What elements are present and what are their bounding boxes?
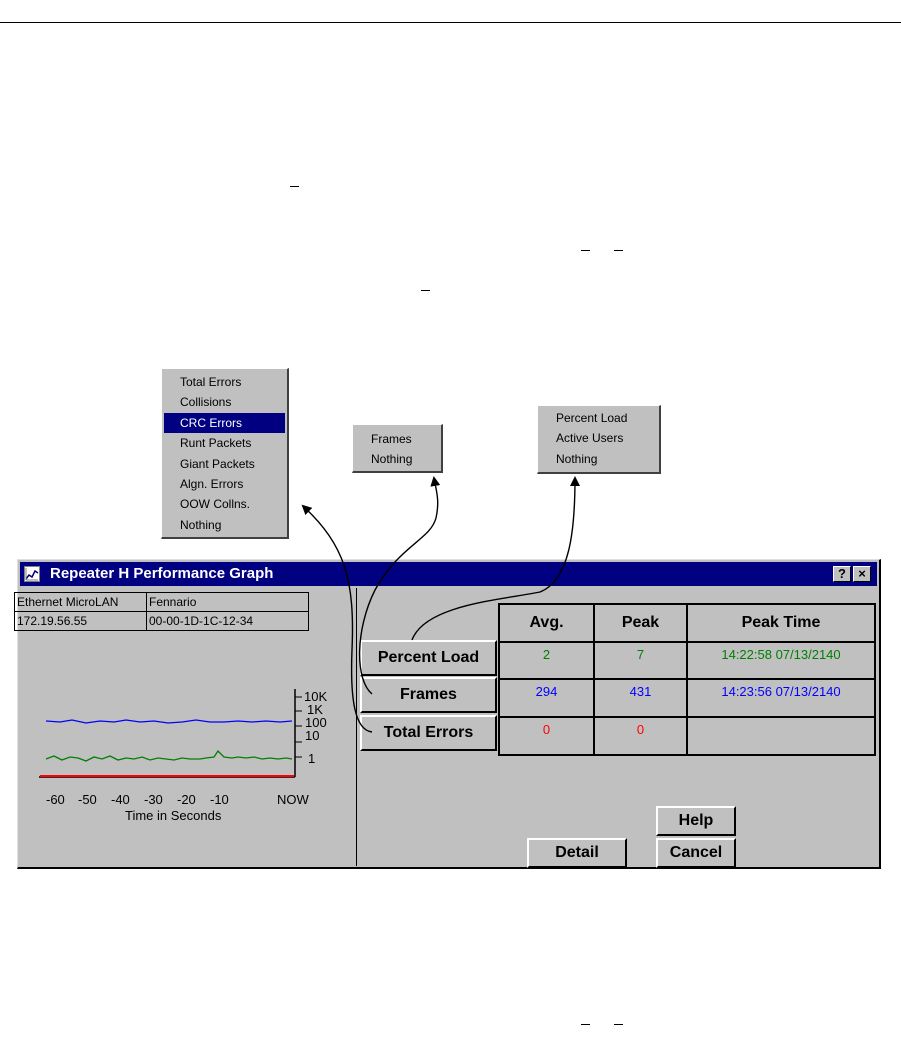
peak-total-errors: 0 <box>593 716 688 756</box>
underline-mark <box>581 1024 590 1025</box>
menu-item-crc-errors[interactable]: CRC Errors <box>164 412 285 434</box>
menu-item-oow-collns[interactable]: OOW Collns. <box>180 497 251 512</box>
help-button[interactable]: Help <box>656 806 736 836</box>
table-row: 0 0 <box>498 716 876 756</box>
peak-percent-load: 7 <box>593 641 688 680</box>
y-tick-label: 1 <box>308 751 316 766</box>
col-header-peak: Peak <box>593 603 688 643</box>
detail-button[interactable]: Detail <box>527 838 627 868</box>
peak-time-percent-load: 14:22:58 07/13/2140 <box>686 641 876 680</box>
underline-mark <box>290 186 299 187</box>
table-row: 2 7 14:22:58 07/13/2140 <box>498 641 876 680</box>
peak-time-frames: 14:23:56 07/13/2140 <box>686 678 876 718</box>
series-load-line <box>45 749 293 762</box>
menu-item-algn-errors[interactable]: Algn. Errors <box>180 477 244 492</box>
underline-mark <box>421 290 430 291</box>
percent-load-button[interactable]: Percent Load <box>360 640 497 676</box>
menu-item-collisions[interactable]: Collisions <box>180 395 232 410</box>
total-errors-button[interactable]: Total Errors <box>360 715 497 751</box>
title-bar[interactable]: Repeater H Performance Graph ? × <box>20 562 877 586</box>
device-location: Fennario <box>146 592 309 612</box>
cancel-button[interactable]: Cancel <box>656 838 736 868</box>
y-tick-label: 100 <box>305 715 327 730</box>
x-tick-label: -30 <box>144 792 163 807</box>
menu-item-giant-packets[interactable]: Giant Packets <box>180 456 255 471</box>
x-tick-label: -60 <box>46 792 65 807</box>
table-row: 294 431 14:23:56 07/13/2140 <box>498 678 876 718</box>
menu-item-nothing[interactable]: Nothing <box>556 451 598 466</box>
load-menu: Percent Load Active Users Nothing <box>537 405 661 474</box>
menu-item-nothing[interactable]: Nothing <box>371 452 413 467</box>
frames-menu: Frames Nothing <box>352 424 443 473</box>
x-tick-label: -40 <box>111 792 130 807</box>
y-tick-label: 10 <box>305 728 320 743</box>
menu-item-total-errors[interactable]: Total Errors <box>180 375 242 389</box>
underline-mark <box>581 250 590 251</box>
panel-divider <box>356 588 357 866</box>
performance-graph <box>39 689 302 778</box>
frames-button[interactable]: Frames <box>360 677 497 713</box>
stats-table: Avg. Peak Peak Time 2 7 14:22:58 07/13/2… <box>498 603 876 756</box>
close-button[interactable]: × <box>853 566 871 582</box>
help-question-button[interactable]: ? <box>833 566 851 582</box>
device-mac: 00-00-1D-1C-12-34 <box>146 611 309 631</box>
errors-menu: Total Errors Collisions CRC Errors Runt … <box>161 368 289 539</box>
menu-item-nothing[interactable]: Nothing <box>180 517 222 532</box>
underline-mark <box>614 1024 623 1025</box>
menu-item-percent-load[interactable]: Percent Load <box>556 411 628 425</box>
top-rule <box>0 22 901 23</box>
window-title: Repeater H Performance Graph <box>50 565 274 582</box>
arrow-to-frames-menu <box>358 476 441 695</box>
col-header-peak-time: Peak Time <box>686 603 876 643</box>
y-tick-label: 10K <box>304 689 328 704</box>
avg-frames: 294 <box>498 678 595 718</box>
menu-item-active-users[interactable]: Active Users <box>556 431 624 446</box>
arrow-to-errors-menu <box>301 504 373 733</box>
series-frames-line <box>45 719 293 724</box>
x-tick-label: NOW <box>277 792 309 807</box>
device-info-table: Ethernet MicroLAN Fennario 172.19.56.55 … <box>14 592 309 631</box>
x-axis-title: Time in Seconds <box>125 808 222 823</box>
peak-time-total-errors <box>686 716 876 756</box>
x-tick-label: -20 <box>177 792 196 807</box>
avg-percent-load: 2 <box>498 641 595 680</box>
peak-frames: 431 <box>593 678 688 718</box>
col-header-avg: Avg. <box>498 603 595 643</box>
x-tick-label: -10 <box>210 792 229 807</box>
arrow-to-load-menu <box>411 476 580 641</box>
x-tick-label: -50 <box>78 792 97 807</box>
y-tick-label: 1K <box>307 702 323 717</box>
underline-mark <box>614 250 623 251</box>
menu-item-frames[interactable]: Frames <box>371 432 412 446</box>
graph-icon <box>24 566 40 582</box>
menu-item-runt-packets[interactable]: Runt Packets <box>180 436 252 451</box>
avg-total-errors: 0 <box>498 716 595 756</box>
